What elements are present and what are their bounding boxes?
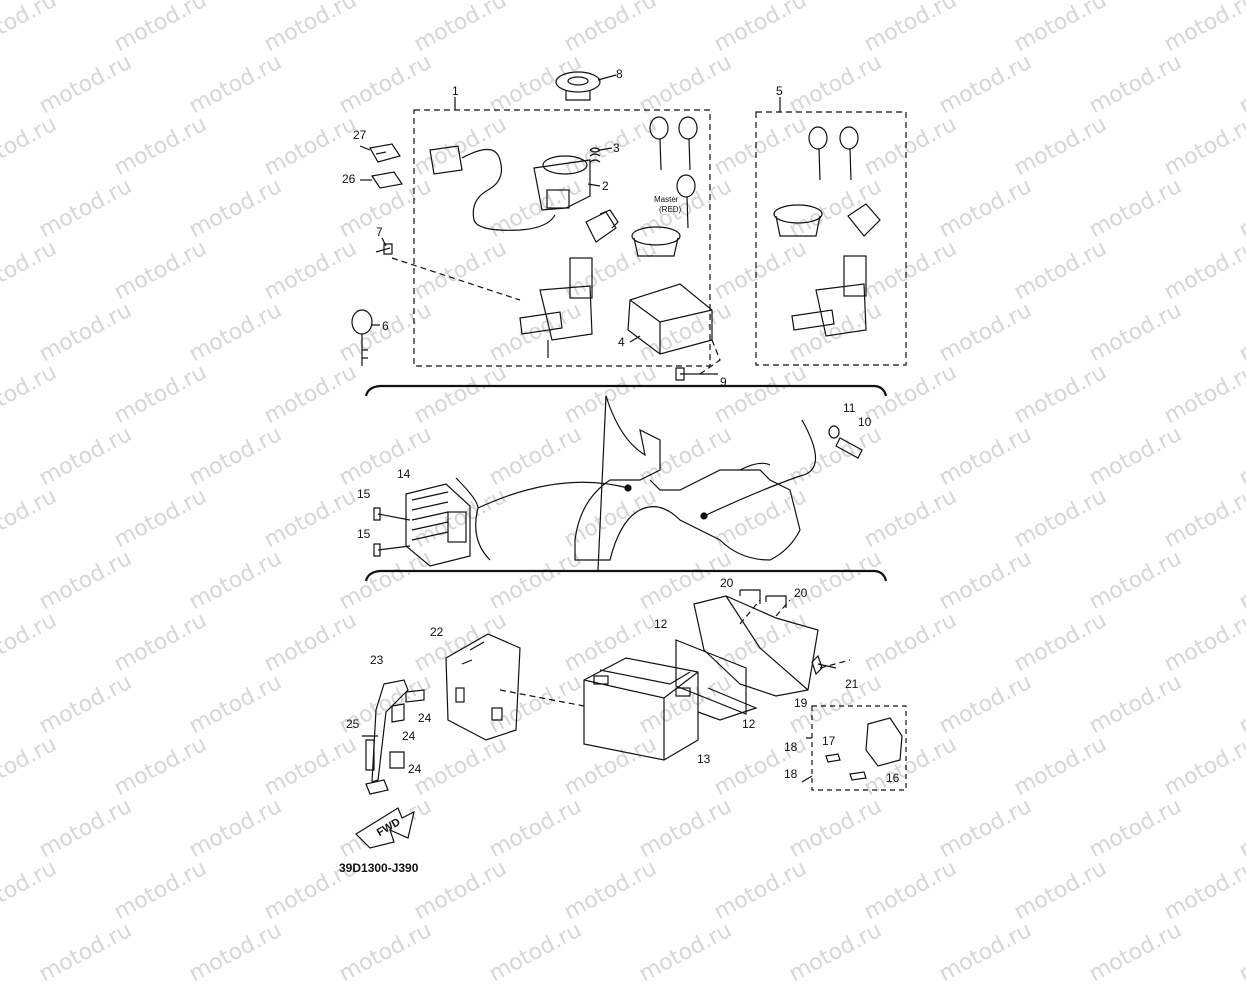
callout-2: 2 — [602, 179, 609, 193]
callout-15-a: 15 — [357, 487, 371, 501]
callout-18-a: 18 — [784, 740, 798, 754]
callout-5: 5 — [776, 84, 783, 98]
clip-26-part — [370, 171, 404, 189]
section-bracket-top — [364, 384, 888, 397]
master-key-color: (RED) — [659, 205, 682, 214]
pads-24-parts — [389, 689, 425, 769]
cap-5-part — [773, 204, 823, 237]
callout-17: 17 — [822, 734, 836, 748]
parts-diagram: 1 2 3 4 5 6 7 8 9 10 11 12 12 13 14 15 1… — [339, 67, 907, 875]
battery-bracket-part — [445, 633, 521, 741]
key-cap-part — [555, 71, 601, 101]
callout-12-b: 12 — [742, 717, 756, 731]
callout-12-a: 12 — [654, 617, 668, 631]
section-bracket-mid — [364, 569, 888, 582]
clip-20b-part — [765, 595, 787, 608]
keys-set-5 — [808, 126, 859, 181]
callout-9: 9 — [720, 375, 727, 389]
screw-15b-part — [373, 543, 411, 557]
callout-18-b: 18 — [784, 767, 798, 781]
callout-21: 21 — [845, 677, 859, 691]
callout-24-a: 24 — [418, 711, 432, 725]
callout-labels: 1 2 3 4 5 6 7 8 9 10 11 12 12 13 14 15 1… — [339, 67, 900, 875]
master-key-label: Master — [654, 195, 679, 204]
callout-24-b: 24 — [402, 729, 416, 743]
starter-relay-part — [825, 717, 903, 781]
callout-10: 10 — [858, 415, 872, 429]
callout-23: 23 — [370, 653, 384, 667]
battery-box-part — [693, 595, 819, 697]
callout-15-b: 15 — [357, 527, 371, 541]
lock-cylinder-part — [585, 209, 619, 243]
screw-7-part — [375, 243, 393, 255]
battery-cover-part — [675, 639, 758, 721]
group-box-1 — [413, 109, 711, 367]
screw-15a-part — [373, 507, 411, 521]
callout-16: 16 — [886, 771, 900, 785]
seat-lock-cap-part — [631, 226, 681, 257]
fwd-arrow — [355, 807, 415, 849]
group-box-5 — [755, 111, 907, 366]
callout-8: 8 — [616, 67, 623, 81]
main-switch-part — [429, 145, 591, 231]
callout-6: 6 — [382, 319, 389, 333]
bolt-25-part — [362, 735, 378, 771]
keys-set-1 — [649, 116, 698, 229]
diagram-code: 39D1300-J390 — [339, 861, 419, 875]
clip-20a-part — [739, 589, 761, 604]
callout-3: 3 — [613, 141, 620, 155]
callout-20-b: 20 — [794, 586, 808, 600]
bolt-21-part — [811, 654, 837, 676]
immobilizer-unit-part — [627, 283, 713, 355]
callout-13: 13 — [697, 752, 711, 766]
callout-7: 7 — [376, 225, 383, 239]
key-6-part — [351, 309, 373, 366]
callout-11: 11 — [843, 401, 856, 415]
cylinder-5-part — [847, 203, 881, 237]
callout-20-a: 20 — [720, 576, 734, 590]
scooter-silhouette — [574, 395, 801, 571]
battery-part — [583, 657, 699, 761]
callout-25: 25 — [346, 717, 360, 731]
group-box-16 — [811, 705, 907, 791]
band-23-part — [365, 679, 409, 795]
screw-9-part — [675, 367, 718, 381]
rectifier-part — [405, 483, 471, 567]
callout-24-c: 24 — [408, 762, 422, 776]
clip-27-part — [369, 143, 401, 163]
callout-4: 4 — [618, 335, 625, 349]
seat-lock-assembly-part — [519, 257, 593, 358]
callout-19: 19 — [794, 696, 808, 710]
sensor-part — [828, 425, 863, 459]
callout-26: 26 — [342, 172, 356, 186]
callout-1: 1 — [452, 84, 459, 98]
callout-22: 22 — [430, 625, 444, 639]
callout-27: 27 — [353, 128, 367, 142]
lock-assembly-5-part — [791, 255, 867, 337]
callout-14: 14 — [397, 467, 411, 481]
